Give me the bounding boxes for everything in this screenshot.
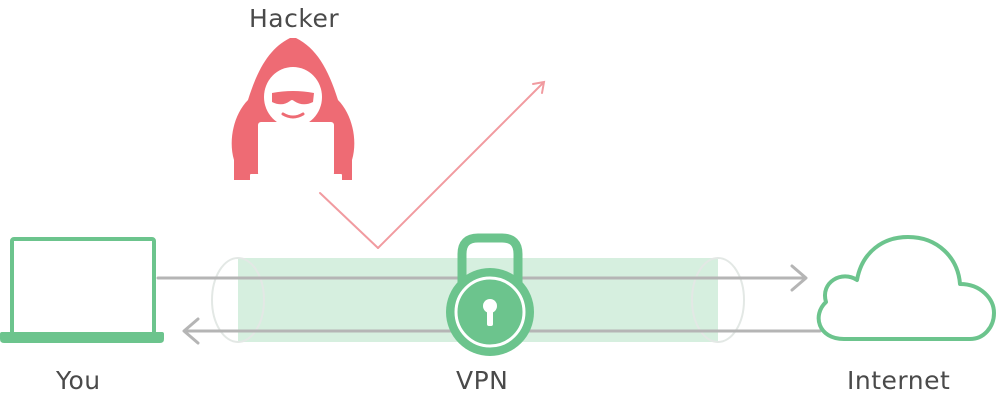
vpn-label: VPN bbox=[456, 366, 509, 395]
you-label: You bbox=[56, 366, 101, 395]
cloud-icon bbox=[816, 235, 996, 341]
hooded-hacker-icon bbox=[231, 38, 355, 181]
laptop-icon bbox=[0, 237, 164, 343]
hacker-label: Hacker bbox=[249, 4, 340, 33]
padlock-icon bbox=[446, 233, 534, 356]
tunnel-right-end bbox=[691, 257, 745, 343]
deflected-attack-line bbox=[319, 80, 546, 249]
internet-label: Internet bbox=[847, 366, 951, 395]
tunnel-left-end bbox=[211, 257, 265, 343]
